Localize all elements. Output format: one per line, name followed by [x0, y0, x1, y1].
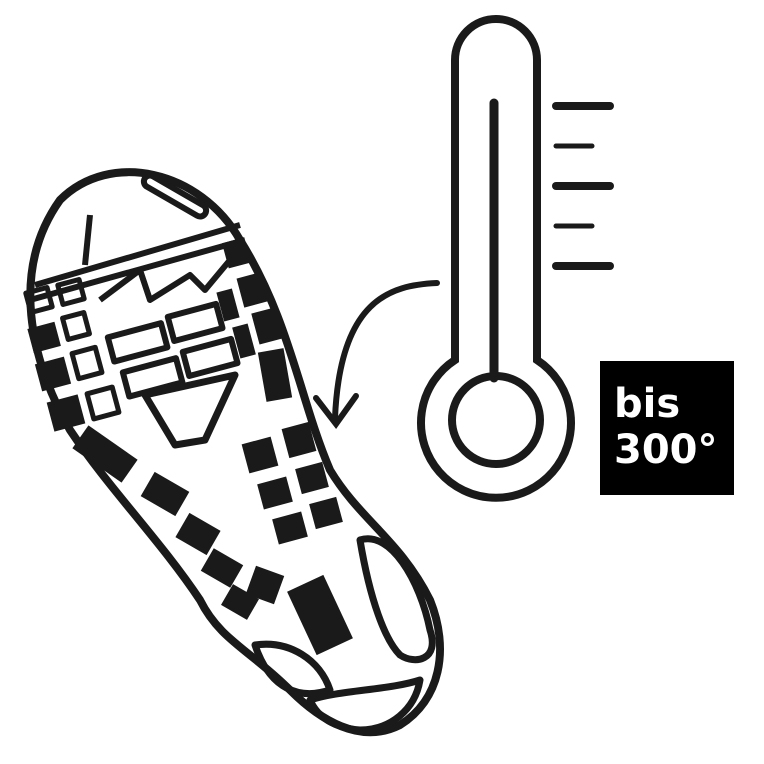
shoe-sole-icon [23, 168, 444, 737]
temperature-badge: bis 300° [600, 361, 734, 495]
badge-line-1: bis [614, 381, 681, 427]
thermometer-icon [417, 15, 614, 502]
badge-line-2: 300° [614, 427, 718, 473]
curved-arrow-icon [313, 280, 440, 430]
